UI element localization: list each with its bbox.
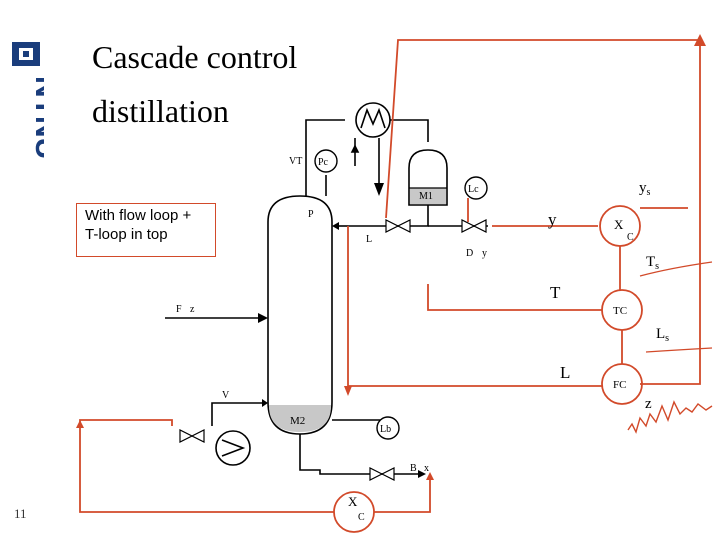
tc-label: TC — [613, 305, 627, 317]
label-m2: M2 — [290, 415, 305, 427]
label-y-small: y — [482, 248, 487, 259]
xc-label-c: C — [627, 232, 634, 243]
pc-controller — [314, 149, 338, 173]
label-v: V — [222, 390, 230, 401]
condenser — [355, 102, 391, 138]
distillation-column — [267, 195, 333, 435]
signal-y: y — [548, 210, 557, 229]
sidebar: NTNU 11 — [0, 0, 62, 540]
xc-bottom-label-x: X — [348, 494, 358, 509]
label-lc: Lc — [468, 184, 479, 195]
label-pc: Pc — [318, 157, 329, 168]
signal-ls: Ls — [656, 326, 669, 344]
label-vt: VT — [289, 156, 302, 167]
lb-controller — [376, 416, 400, 440]
signal-ys: ys — [639, 180, 651, 198]
slide-number: 11 — [14, 506, 27, 521]
xc-bottom-controller — [333, 491, 375, 533]
slide-title-line1: Cascade control — [92, 39, 298, 75]
vt-valve — [350, 144, 360, 153]
process-lines — [165, 102, 488, 478]
bottoms-line — [299, 434, 420, 475]
note-box: With flow loop + T-loop in top — [76, 203, 216, 257]
note-line2: T-loop in top — [85, 226, 168, 243]
label-d: D — [466, 248, 473, 259]
label-z-small: z — [190, 304, 195, 315]
bottom-liquid — [269, 405, 331, 432]
slide-title: Cascade control distillation — [92, 30, 297, 138]
signal-t: T — [550, 283, 561, 302]
note-line1: With flow loop + — [85, 207, 192, 224]
bottoms-valve — [369, 467, 384, 481]
signal-z: z — [645, 396, 652, 412]
signal-l: L — [560, 363, 570, 382]
reflux-drum — [408, 149, 448, 206]
ntnu-logo: NTNU — [12, 42, 44, 159]
distillate-valve — [461, 219, 476, 233]
ntnu-logo-text: NTNU — [29, 76, 44, 159]
reflux-valve — [385, 219, 400, 233]
signal-lines — [79, 39, 701, 533]
boilup-line — [211, 402, 262, 426]
label-l: L — [366, 234, 372, 245]
label-f: F — [176, 304, 182, 315]
label-m1: M1 — [419, 191, 433, 202]
reboiler — [215, 430, 251, 466]
label-p: P — [308, 209, 314, 220]
xc-bottom-label-c: C — [358, 512, 365, 523]
label-x-small: x — [424, 463, 429, 474]
fc-label: FC — [613, 379, 626, 391]
label-b: B — [410, 463, 417, 474]
lc-controller — [464, 176, 488, 200]
slide-title-line2: distillation — [92, 93, 229, 129]
overhead-vapor-line — [305, 119, 345, 196]
signal-ts: Ts — [646, 254, 659, 272]
xc-label-x: X — [614, 217, 624, 232]
drum-liquid — [410, 188, 446, 204]
label-lb: Lb — [380, 424, 391, 435]
boilup-valve — [179, 429, 194, 443]
disturbance-trace — [627, 400, 713, 434]
